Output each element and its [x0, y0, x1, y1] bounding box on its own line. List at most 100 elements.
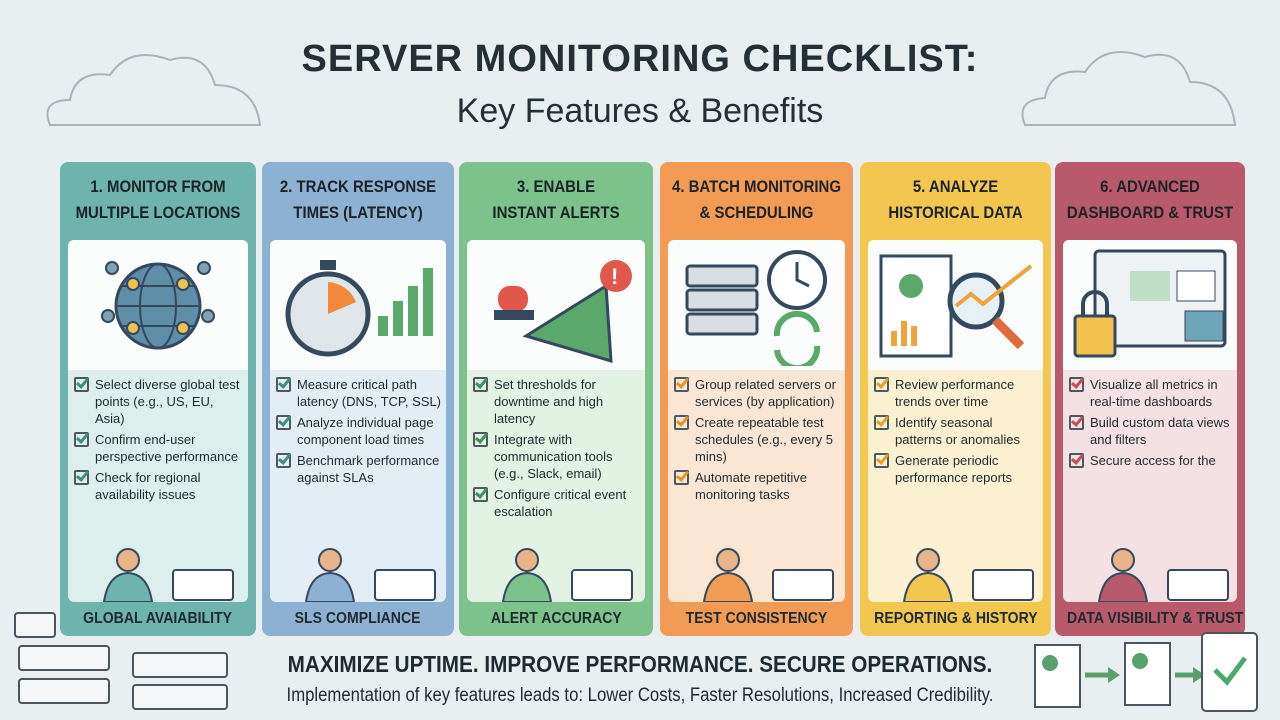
- page-title: SERVER MONITORING CHECKLIST:: [301, 38, 979, 80]
- checklist-item: Select diverse global test points (e.g.,…: [74, 376, 244, 427]
- checklist-item: Set thresholds for downtime and high lat…: [473, 376, 641, 427]
- card-outcome-label: TEST CONSISTENCY: [660, 602, 853, 636]
- checkbox-checked-icon: [874, 377, 889, 392]
- checklist-item-text: Visualize all metrics in real-time dashb…: [1090, 377, 1218, 409]
- magnifier-report-icon: [868, 240, 1043, 370]
- card-outcome-label: GLOBAL AVAIABILITY: [60, 602, 256, 636]
- checklist-item: Automate repetitive monitoring tasks: [674, 469, 841, 503]
- card-title-line: & SCHEDULING: [699, 203, 814, 222]
- server-rack-icon: [132, 652, 228, 678]
- card-outcome-text: DATA VISIBILITY & TRUST: [1067, 610, 1244, 627]
- feature-card-4: 4. BATCH MONITORING& SCHEDULING Group re…: [660, 162, 853, 636]
- checklist-item: Secure access for the: [1069, 452, 1233, 469]
- card-outcome-text: GLOBAL AVAIABILITY: [83, 610, 233, 627]
- card-title-line: 2. TRACK RESPONSE: [279, 177, 437, 196]
- checklist: Visualize all metrics in real-time dashb…: [1069, 376, 1233, 473]
- person-illustration-icon: [501, 548, 633, 602]
- card-title-line: HISTORICAL DATA: [888, 203, 1023, 222]
- page-subtitle: Key Features & Benefits: [456, 92, 824, 130]
- megaphone-alert-icon: !: [467, 240, 645, 370]
- card-title-line: 3. ENABLE: [516, 177, 596, 196]
- checklist-item-text: Configure critical event escalation: [494, 487, 627, 519]
- card-title-line: TIMES (LATENCY): [293, 203, 423, 222]
- feature-card-2: 2. TRACK RESPONSE TIMES (LATENCY) Measure…: [262, 162, 454, 636]
- svg-text:!: !: [611, 264, 618, 289]
- checklist-item-text: Integrate with communication tools (e.g.…: [494, 432, 613, 481]
- cloud-decoration: [1021, 51, 1237, 126]
- checklist-item: Generate periodic performance reports: [874, 452, 1039, 486]
- checkbox-checked-icon: [276, 415, 291, 430]
- server-rack-icon: [14, 612, 56, 638]
- checkbox-checked-icon: [674, 470, 689, 485]
- card-panel: Measure critical path latency (DNS, TCP,…: [270, 240, 446, 602]
- checklist: Set thresholds for downtime and high lat…: [473, 376, 641, 524]
- server-clock-icon: [668, 240, 845, 370]
- server-rack-icon: [18, 645, 110, 671]
- feature-card-3: 3. ENABLE INSTANT ALERTS ! Set thresholds…: [459, 162, 653, 636]
- summary-text: Implementation of key features leads to:…: [286, 685, 994, 706]
- checklist-item-text: Build custom data views and filters: [1090, 415, 1230, 447]
- checkbox-checked-icon: [74, 470, 89, 485]
- checklist-item-text: Select diverse global test points (e.g.,…: [95, 377, 240, 426]
- card-title-line: INSTANT ALERTS: [492, 203, 620, 222]
- card-outcome-text: SLS COMPLIANCE: [295, 610, 421, 627]
- checkbox-checked-icon: [276, 377, 291, 392]
- tagline: MAXIMIZE UPTIME. IMPROVE PERFORMANCE. SE…: [287, 651, 993, 677]
- checkbox-checked-icon: [276, 453, 291, 468]
- checklist: Measure critical path latency (DNS, TCP,…: [276, 376, 442, 490]
- person-illustration-icon: [1097, 548, 1229, 602]
- checkbox-checked-icon: [473, 487, 488, 502]
- person-illustration-icon: [102, 548, 234, 602]
- checkbox-checked-icon: [874, 415, 889, 430]
- card-title-line: DASHBOARD & TRUST: [1066, 203, 1234, 222]
- checklist-item-text: Measure critical path latency (DNS, TCP,…: [297, 377, 442, 409]
- card-title: 5. ANALYZE HISTORICAL DATA: [860, 174, 1051, 226]
- checklist-item: Measure critical path latency (DNS, TCP,…: [276, 376, 442, 410]
- checklist-item: Visualize all metrics in real-time dashb…: [1069, 376, 1233, 410]
- person-illustration-icon: [902, 548, 1034, 602]
- card-outcome-label: REPORTING & HISTORY: [860, 602, 1051, 636]
- checklist-item: Build custom data views and filters: [1069, 414, 1233, 448]
- stopwatch-icon: [270, 240, 446, 370]
- checklist-item-text: Set thresholds for downtime and high lat…: [494, 377, 604, 426]
- card-outcome-text: ALERT ACCURACY: [490, 610, 622, 627]
- checklist: Select diverse global test points (e.g.,…: [74, 376, 244, 507]
- card-title: 2. TRACK RESPONSE TIMES (LATENCY): [262, 174, 454, 226]
- globe-network-icon: [68, 240, 248, 370]
- card-panel: Select diverse global test points (e.g.,…: [68, 240, 248, 602]
- card-title-line: 5. ANALYZE: [912, 177, 999, 196]
- checklist-item: Review performance trends over time: [874, 376, 1039, 410]
- checklist-item: Analyze individual page component load t…: [276, 414, 442, 448]
- checklist-item: Benchmark performance against SLAs: [276, 452, 442, 486]
- card-panel: Visualize all metrics in real-time dashb…: [1063, 240, 1237, 602]
- checkbox-checked-icon: [74, 377, 89, 392]
- checklist-item-text: Automate repetitive monitoring tasks: [695, 470, 808, 502]
- card-outcome-label: DATA VISIBILITY & TRUST: [1055, 602, 1245, 636]
- checkbox-checked-icon: [1069, 453, 1084, 468]
- checklist-item-text: Identify seasonal patterns or anomalies: [895, 415, 1021, 447]
- checkbox-checked-icon: [473, 432, 488, 447]
- checkbox-checked-icon: [1069, 377, 1084, 392]
- person-illustration-icon: [702, 548, 834, 602]
- checklist-item-text: Secure access for the: [1090, 453, 1216, 468]
- checkbox-checked-icon: [1069, 415, 1084, 430]
- checklist-item-text: Benchmark performance against SLAs: [297, 453, 440, 485]
- checklist-item: Configure critical event escalation: [473, 486, 641, 520]
- dashboard-lock-icon: [1063, 240, 1237, 370]
- checkbox-checked-icon: [473, 377, 488, 392]
- checkbox-checked-icon: [874, 453, 889, 468]
- checkbox-checked-icon: [674, 415, 689, 430]
- card-outcome-text: REPORTING & HISTORY: [873, 610, 1038, 627]
- checklist-item-text: Analyze individual page component load t…: [297, 415, 434, 447]
- checklist-item: Group related servers or services (by ap…: [674, 376, 841, 410]
- card-outcome-label: SLS COMPLIANCE: [262, 602, 454, 636]
- card-title: 3. ENABLE INSTANT ALERTS: [459, 174, 653, 226]
- checkbox-checked-icon: [674, 377, 689, 392]
- card-title: 4. BATCH MONITORING& SCHEDULING: [660, 174, 853, 226]
- checkbox-checked-icon: [74, 432, 89, 447]
- checklist-item-text: Generate periodic performance reports: [895, 453, 1013, 485]
- card-panel: ! Set thresholds for downtime and high l…: [467, 240, 645, 602]
